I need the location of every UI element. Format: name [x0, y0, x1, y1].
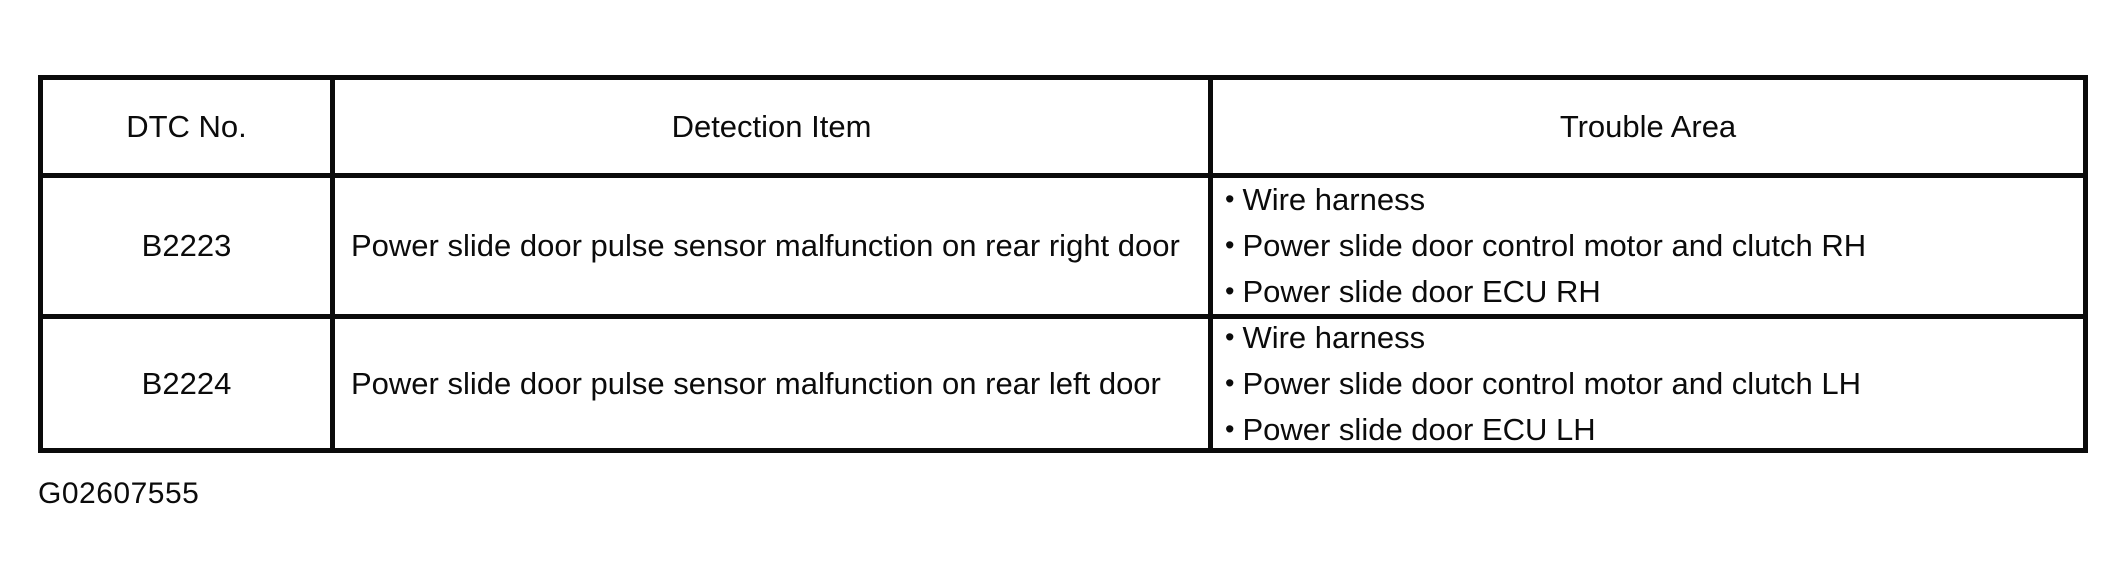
trouble-area-text: Wire harness	[1242, 319, 1426, 355]
trouble-area-item: • Wire harness	[1225, 315, 2075, 361]
figure-id-caption: G02607555	[38, 477, 200, 510]
dtc-table: DTC No. Detection Item Trouble Area B222…	[38, 75, 2088, 453]
trouble-area-text: Power slide door ECU LH	[1242, 411, 1596, 447]
bullet-icon: •	[1225, 276, 1235, 306]
trouble-area-item: • Wire harness	[1225, 177, 2075, 223]
trouble-area-text: Power slide door control motor and clutc…	[1242, 228, 1867, 263]
trouble-area-item: • Power slide door ECU LH	[1225, 407, 2075, 453]
detection-item-cell: Power slide door pulse sensor malfunctio…	[335, 178, 1208, 314]
trouble-area-text: Power slide door control motor and clutc…	[1242, 365, 1862, 401]
bullet-icon: •	[1225, 321, 1235, 352]
trouble-area-item: • Power slide door control motor and clu…	[1225, 223, 2075, 269]
bullet-icon: •	[1225, 184, 1235, 214]
bullet-icon: •	[1225, 413, 1235, 444]
trouble-area-item: • Power slide door control motor and clu…	[1225, 361, 2075, 407]
column-header-trouble-area: Trouble Area	[1213, 80, 2083, 173]
trouble-area-text: Wire harness	[1242, 182, 1426, 217]
trouble-area-text: Power slide door ECU RH	[1242, 274, 1601, 309]
trouble-area-cell: • Wire harness • Power slide door contro…	[1213, 319, 2083, 448]
trouble-area-cell: • Wire harness • Power slide door contro…	[1213, 178, 2083, 314]
dtc-cell: B2224	[43, 319, 330, 448]
column-header-dtc-no: DTC No.	[43, 80, 330, 173]
column-header-detection-item: Detection Item	[335, 80, 1208, 173]
dtc-cell: B2223	[43, 178, 330, 314]
bullet-icon: •	[1225, 230, 1235, 260]
bullet-icon: •	[1225, 367, 1235, 398]
detection-item-cell: Power slide door pulse sensor malfunctio…	[335, 319, 1208, 448]
trouble-area-item: • Power slide door ECU RH	[1225, 269, 2075, 315]
